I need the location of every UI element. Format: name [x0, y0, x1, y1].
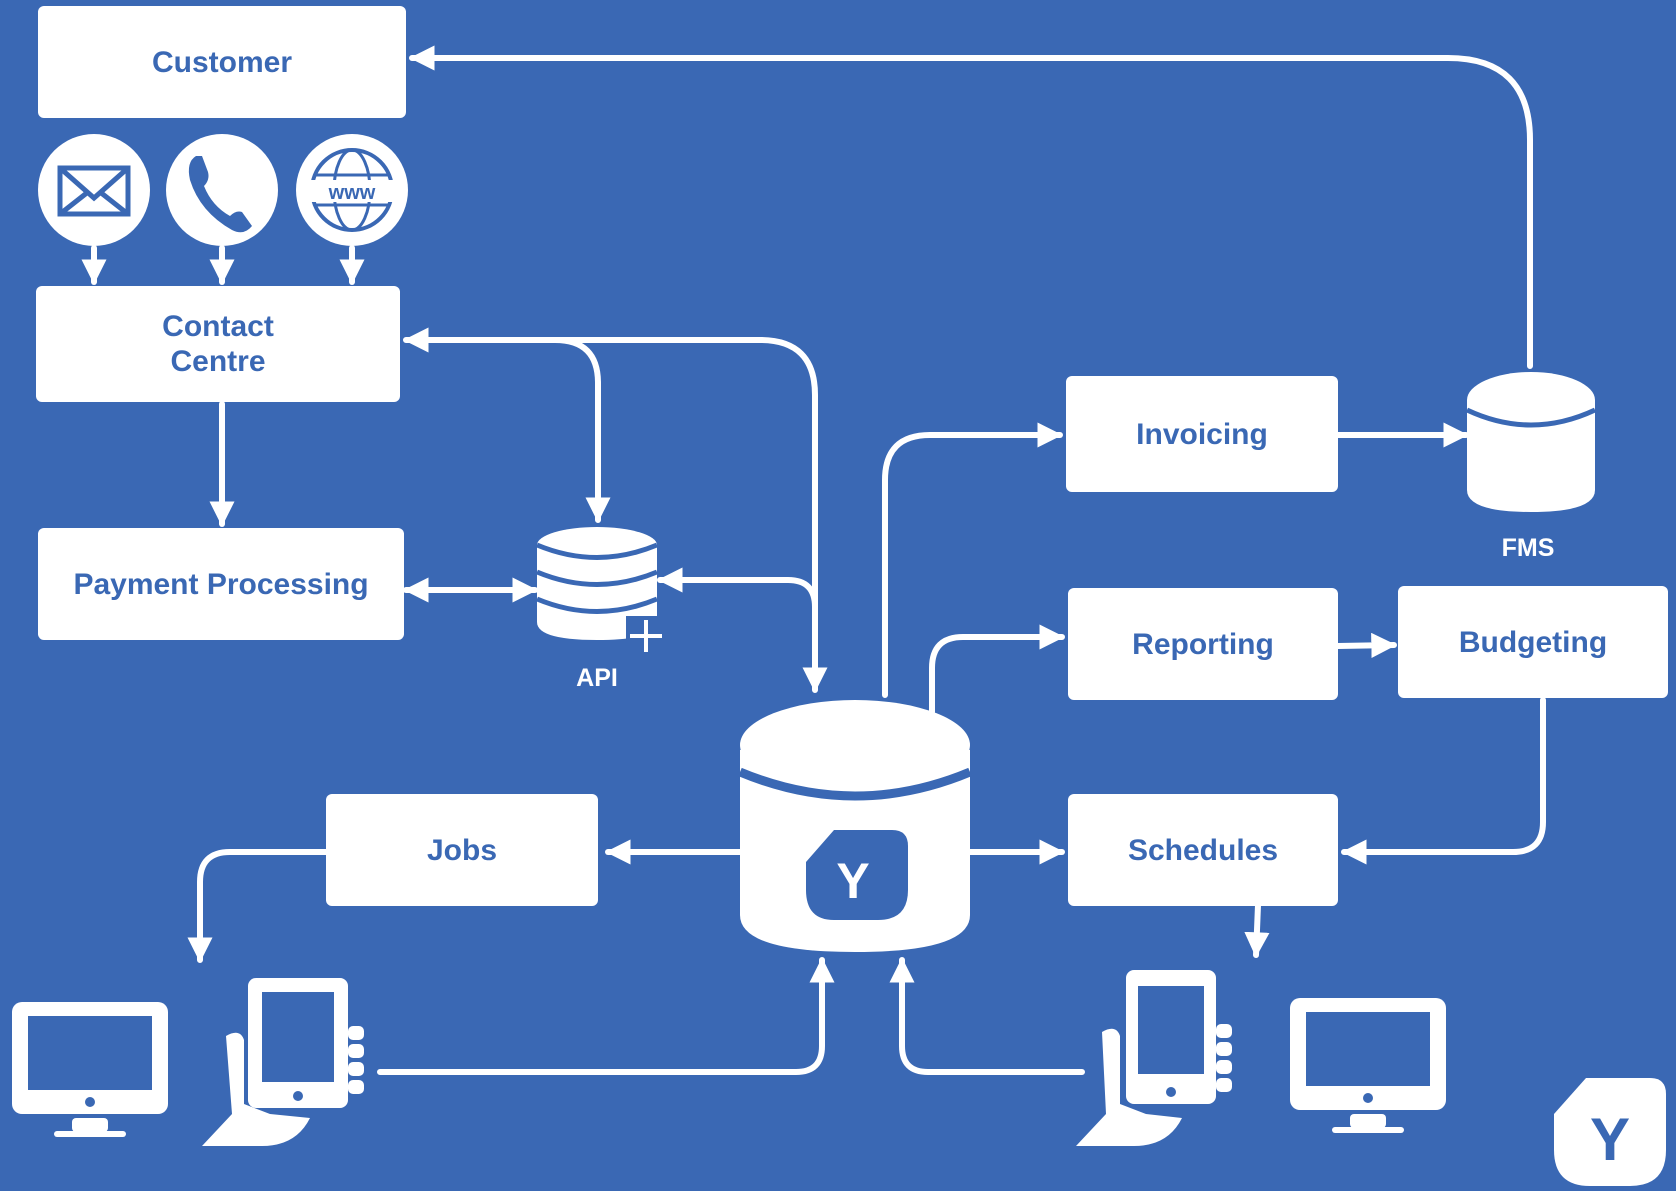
central-database-icon: Y [738, 700, 972, 952]
budgeting-label: Budgeting [1458, 625, 1608, 659]
jobs-box: Jobs [326, 794, 598, 906]
desktop-monitor-icon [1290, 998, 1446, 1133]
fms-caption: FMS [1501, 534, 1555, 562]
arrow-schedules-to-right-devices [1244, 902, 1270, 958]
envelope-icon [38, 134, 150, 246]
phone-icon [166, 134, 278, 246]
central-logo-icon [806, 830, 908, 920]
reporting-box: Reporting [1068, 588, 1338, 700]
contact-centre-box: Contact Centre [36, 286, 400, 402]
svg-text:Y: Y [1590, 1106, 1630, 1173]
tablet-in-hand-icon [1076, 970, 1232, 1146]
tablet-in-hand-icon [202, 978, 364, 1146]
api-database-icon [536, 527, 666, 656]
invoicing-label: Invoicing [1136, 417, 1268, 451]
contact-centre-label-line2: Centre [170, 345, 266, 378]
customer-box: Customer [38, 6, 406, 118]
www-globe-icon: www [296, 134, 408, 246]
desktop-monitor-icon [12, 1002, 168, 1137]
customer-label: Customer [151, 45, 293, 79]
jobs-label: Jobs [426, 833, 498, 867]
arrow-left-devices-to-central [377, 957, 835, 1075]
payment-processing-label: Payment Processing [73, 567, 369, 601]
svg-text:www: www [328, 182, 376, 204]
arrow-reporting-to-budgeting [1335, 632, 1397, 659]
arrow-contact-to-api [552, 337, 611, 523]
budgeting-box: Budgeting [1398, 586, 1668, 698]
arrow-right-devices-to-central [889, 957, 1085, 1075]
arrow-budgeting-to-schedules [1341, 697, 1546, 865]
arrow-central-to-api [657, 567, 818, 610]
reporting-label: Reporting [1132, 627, 1274, 661]
schedules-box: Schedules [1068, 794, 1338, 906]
arrow-central-to-invoicing [882, 422, 1063, 698]
arrow-fms-to-customer [409, 45, 1533, 369]
arrow-jobs-to-left-devices [187, 849, 329, 963]
arrow-contact-central [403, 327, 828, 693]
contact-centre-label-line1: Contact [162, 310, 274, 343]
schedules-label: Schedules [1127, 833, 1279, 867]
payment-processing-box: Payment Processing [38, 528, 404, 640]
svg-text:Y: Y [836, 853, 869, 909]
api-caption: API [576, 664, 618, 692]
fms-database-icon [1465, 372, 1597, 512]
invoicing-box: Invoicing [1066, 376, 1338, 492]
logo-icon: Y [1554, 1078, 1666, 1186]
arrow-central-to-reporting [929, 624, 1065, 715]
